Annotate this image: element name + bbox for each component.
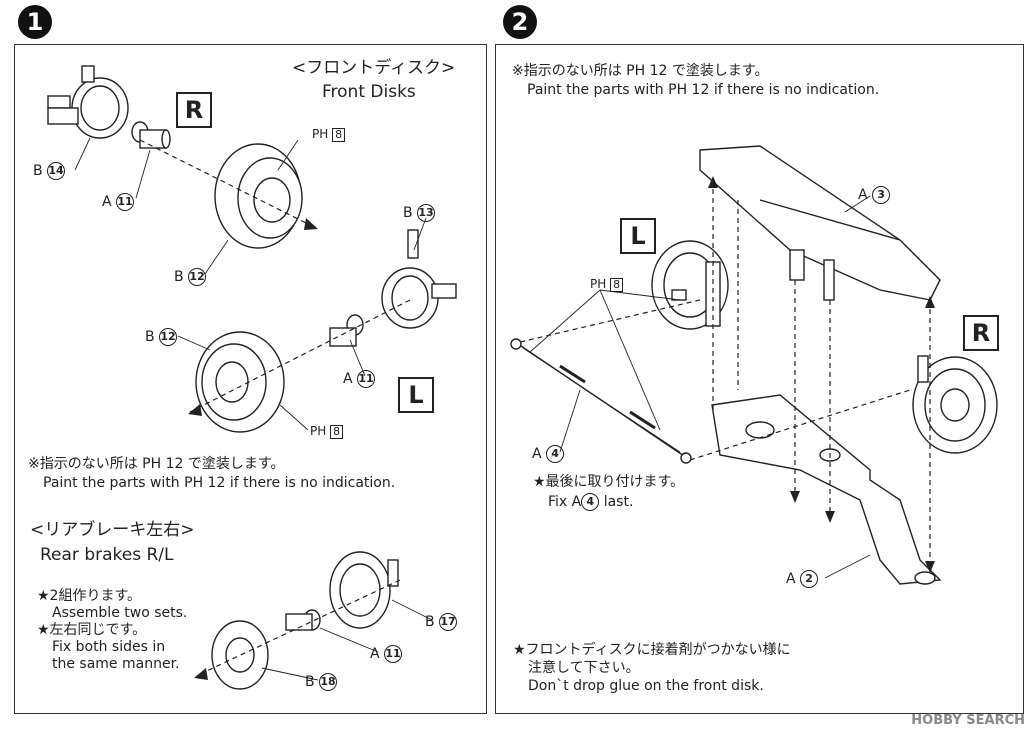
glue-note-en: Don`t drop glue on the front disk.	[528, 678, 764, 694]
caliper-icon	[47, 65, 129, 139]
chassis-frame-icon	[699, 145, 942, 585]
disk-panel2-l-icon	[651, 240, 729, 330]
side-l-label: L	[398, 377, 434, 413]
disk-panel2-r-icon	[912, 355, 998, 454]
pin-mid-icon	[329, 314, 364, 347]
part-label-a11-mid: A 11	[343, 370, 376, 388]
fix-last-note-jp: ★最後に取り付けます。	[533, 474, 685, 490]
rear-note-1: ★2組作ります。	[37, 588, 142, 604]
caliper-l-icon	[381, 229, 457, 329]
pin-icon	[131, 121, 171, 149]
part-label-b12-top: B 12	[174, 268, 207, 286]
rear-drum-icon	[329, 551, 399, 629]
part-label-a11-top: A 11	[102, 193, 135, 211]
front-disks-title-en: Front Disks	[322, 82, 416, 102]
step-2-badge: 2	[503, 5, 537, 39]
step-1-badge: 1	[18, 5, 52, 39]
part-label-a11-bot: A 11	[370, 645, 403, 663]
front-disks-title-jp: <フロントディスク>	[292, 58, 456, 78]
rear-note-3: ★左右同じです。	[37, 622, 147, 638]
rear-pin-icon	[285, 609, 321, 631]
side-r-label: R	[176, 92, 212, 128]
part-label-b18: B 18	[305, 673, 338, 691]
rear-note-4: Fix both sides in	[52, 639, 166, 655]
paint-note-en: Paint the parts with PH 12 if there is n…	[43, 475, 396, 491]
disk-icon	[214, 143, 303, 249]
glue-note-jp-1: ★フロントディスクに接着剤がつかない様に	[513, 642, 791, 658]
part-label-a2: A 2	[786, 570, 819, 588]
watermark: HOBBY SEARCH	[911, 713, 1025, 728]
paint-label-mid: PH 8	[310, 423, 344, 440]
rear-note-2: Assemble two sets.	[52, 605, 188, 621]
paint-label-2: PH 8	[590, 276, 624, 293]
rear-brakes-title-jp: <リアブレーキ左右>	[30, 520, 195, 540]
part-label-b12-bot: B 12	[145, 328, 178, 346]
paint-label-top: PH 8	[312, 126, 346, 143]
part-label-b14: B 14	[33, 162, 66, 180]
rear-note-5: the same manner.	[52, 656, 180, 672]
paint-note-jp: ※指示のない所は PH 12 で塗装します。	[28, 456, 285, 472]
tie-rod-icon	[510, 338, 692, 464]
part-label-b13: B 13	[403, 204, 436, 222]
part-label-a4: A 4	[532, 445, 565, 463]
part-label-b17: B 17	[425, 613, 458, 631]
disk-l-icon	[195, 331, 285, 433]
glue-note-jp-2: 注意して下さい。	[528, 660, 640, 676]
side-l-label-2: L	[620, 218, 656, 254]
side-r-label-2: R	[963, 315, 999, 351]
paint-note-jp-2: ※指示のない所は PH 12 で塗装します。	[512, 63, 769, 79]
rear-brakes-title-en: Rear brakes R/L	[40, 545, 174, 565]
rear-ring-icon	[211, 620, 269, 690]
paint-note-en-2: Paint the parts with PH 12 if there is n…	[527, 82, 880, 98]
part-label-a3: A 3	[858, 186, 891, 204]
